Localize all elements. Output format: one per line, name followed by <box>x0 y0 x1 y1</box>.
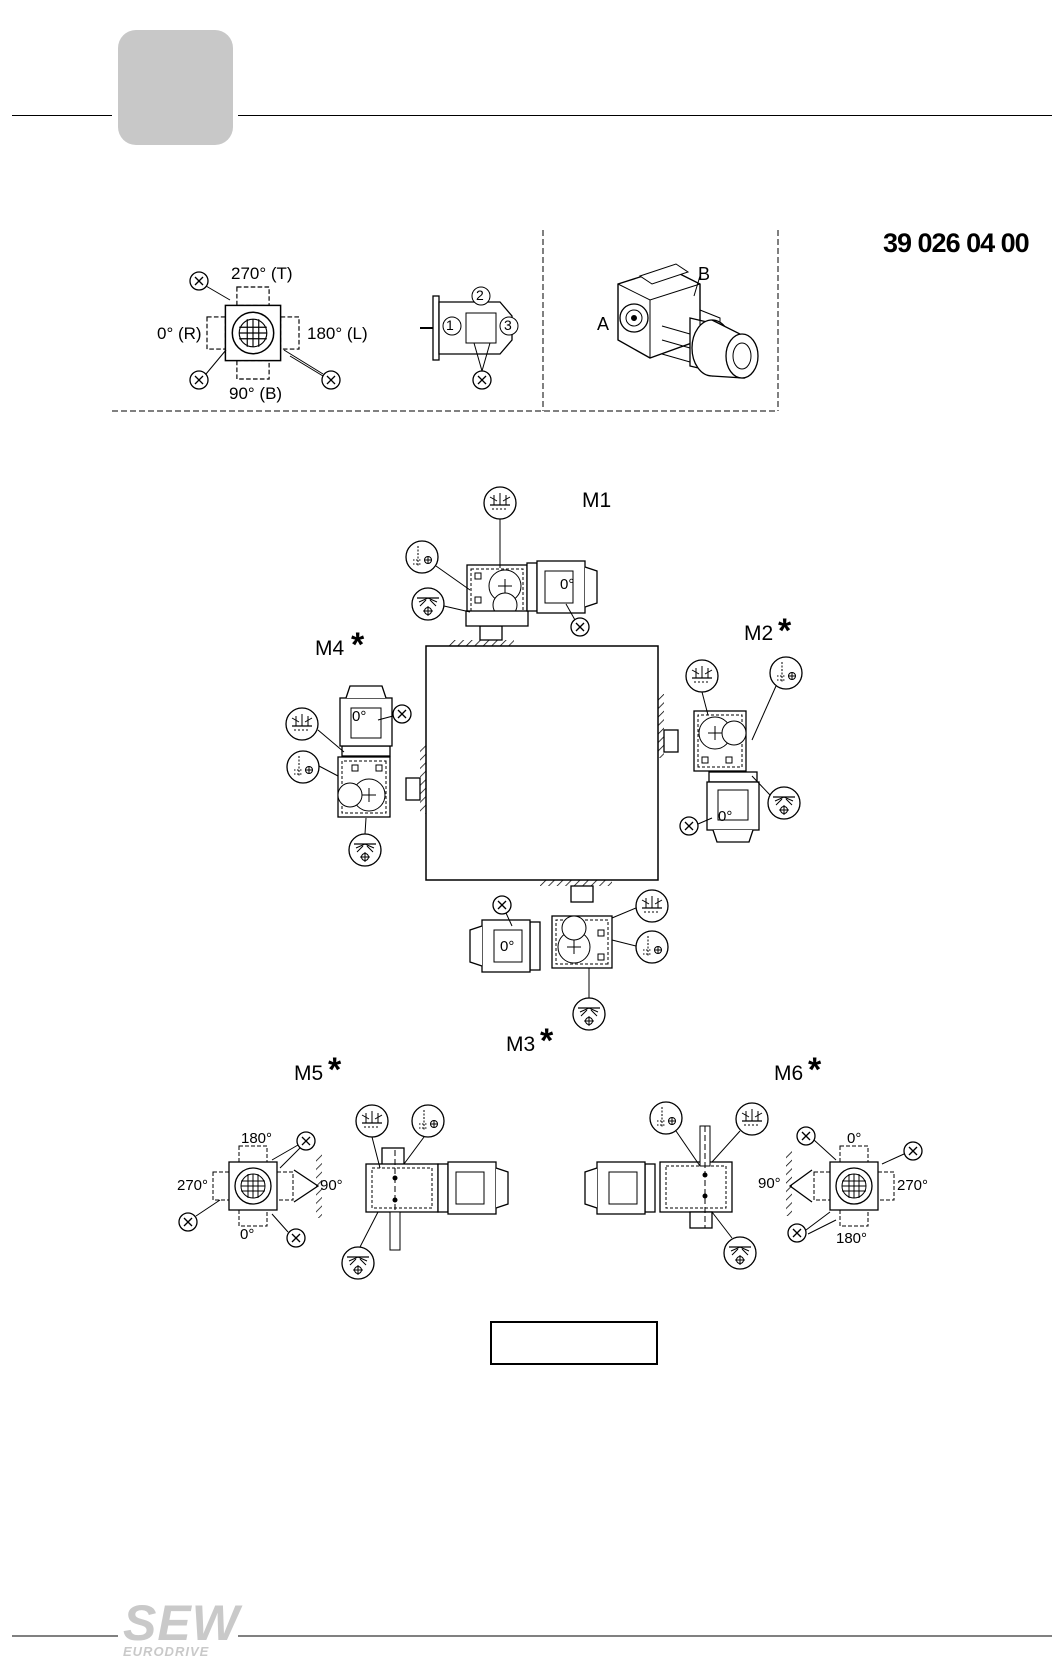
motor-badge-m3: 0° <box>500 938 515 955</box>
m5-angle-0: 0° <box>240 1226 255 1243</box>
side-b-label: B <box>698 264 711 284</box>
tbox-position-270: 270° (T) <box>231 264 293 283</box>
header-rule-right <box>238 115 1052 116</box>
m5-angle-270: 270° <box>177 1177 209 1194</box>
tbox-position-0: 0° (R) <box>157 324 202 343</box>
asterisk-m5: * <box>328 1051 342 1089</box>
document-number: 39 026 04 00 <box>883 228 1030 258</box>
cable-entry-1: 1 <box>446 317 454 333</box>
m6-angle-0: 0° <box>847 1130 862 1147</box>
cable-entry-2: 2 <box>476 287 484 303</box>
mounting-position-m6: M6 <box>774 1062 804 1085</box>
m5-angle-90: 90° <box>320 1177 343 1194</box>
m5-angle-180: 180° <box>241 1130 273 1147</box>
m6-angle-270: 270° <box>897 1177 929 1194</box>
m6-angle-90: 90° <box>758 1175 781 1192</box>
logo-wordmark: SEW <box>123 1595 240 1651</box>
mounting-position-m4: M4 <box>315 637 345 660</box>
header-tab <box>118 30 233 145</box>
mounting-position-m5: M5 <box>294 1062 324 1085</box>
tbox-position-180: 180° (L) <box>307 324 368 343</box>
motor-badge-m1: 0° <box>560 576 575 593</box>
motor-badge-m4: 0° <box>352 708 367 725</box>
mounting-position-m2: M2 <box>744 622 774 645</box>
side-a-label: A <box>597 314 610 334</box>
tbox-position-90: 90° (B) <box>229 384 283 403</box>
mounting-position-m1: M1 <box>582 489 612 512</box>
cable-entry-3: 3 <box>504 317 512 333</box>
asterisk-m4: * <box>351 626 365 664</box>
asterisk-m2: * <box>778 612 792 650</box>
sew-eurodrive-logo: SEW EURODRIVE <box>123 1598 240 1659</box>
motor-badge-m2: 0° <box>718 808 733 825</box>
asterisk-m6: * <box>808 1051 822 1089</box>
legend-box <box>490 1321 658 1365</box>
header-rule-left <box>12 115 112 116</box>
asterisk-m3: * <box>540 1022 554 1060</box>
mounting-position-m3: M3 <box>506 1033 536 1056</box>
m6-angle-180: 180° <box>836 1230 868 1247</box>
